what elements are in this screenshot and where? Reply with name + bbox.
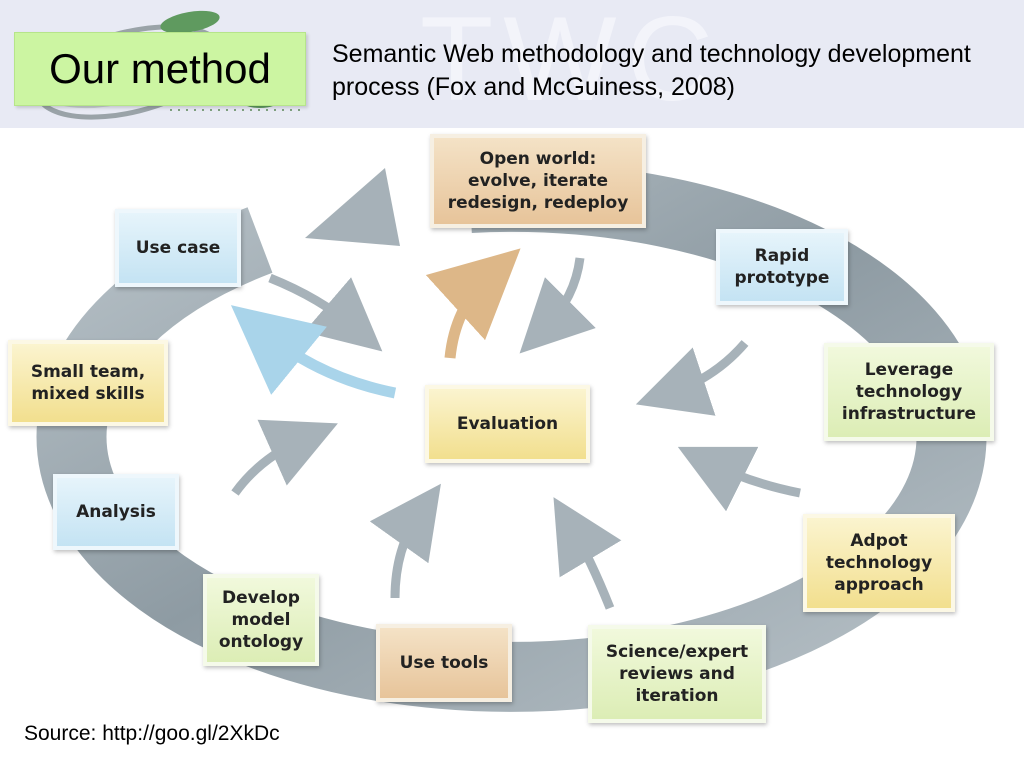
page-subtitle: Semantic Web methodology and technology … xyxy=(332,40,971,101)
step-box: Leverage technology infrastructure xyxy=(824,343,994,441)
arrow-eval-to-openworld xyxy=(425,248,521,359)
arrow-leverage-in xyxy=(677,446,801,512)
arrow-openworld-in xyxy=(519,257,596,354)
evaluation-box: Evaluation xyxy=(425,385,590,463)
arrow-eval-to-smallteam xyxy=(230,305,397,399)
step-box: Analysis xyxy=(53,474,179,550)
arrow-analysis-in xyxy=(231,419,338,496)
source-note: Source: http://goo.gl/2XkDc xyxy=(24,722,280,745)
step-box: Open world: evolve, iterate redesign, re… xyxy=(430,134,646,228)
title-box: Our method xyxy=(14,32,306,106)
arrow-usecase-in xyxy=(268,273,383,352)
step-box: Develop model ontology xyxy=(203,574,319,666)
arrow-prototype-in xyxy=(635,340,749,416)
cycle-ring-arrowhead xyxy=(305,168,400,246)
step-box: Use tools xyxy=(376,624,512,702)
step-box: Adpot technology approach xyxy=(803,514,955,612)
step-box: Small team, mixed skills xyxy=(8,340,168,426)
arrow-science-in xyxy=(553,497,622,610)
step-box: Use case xyxy=(115,209,241,287)
step-box: Science/expert reviews and iteration xyxy=(588,625,766,723)
page-title: Our method xyxy=(49,45,271,92)
arrow-tools-in xyxy=(369,483,441,599)
watermark-decoration: TWC xyxy=(420,0,724,126)
step-box: Rapid prototype xyxy=(716,229,848,305)
